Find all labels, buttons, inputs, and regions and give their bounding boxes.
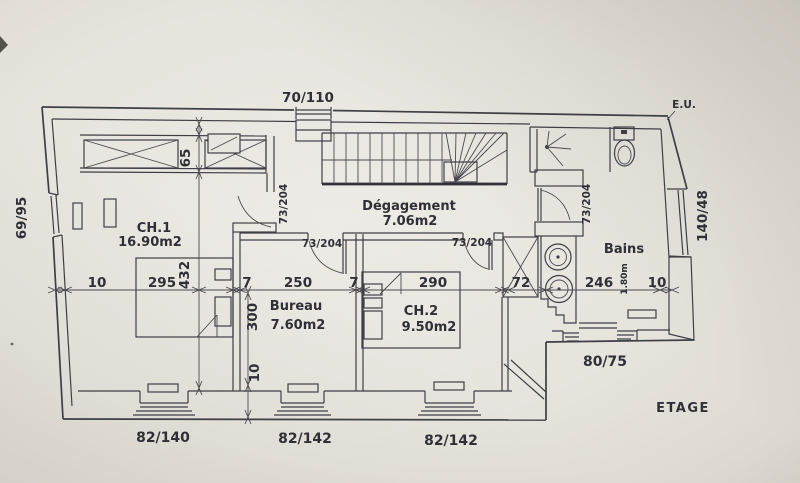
room-area-bureau: 7.60m2: [271, 318, 326, 333]
sink-unit: [540, 236, 577, 324]
window-left-6995: [50, 194, 117, 235]
bed-ch2: [361, 271, 461, 349]
bed-ch1: [135, 257, 234, 338]
room-label-ch2: CH.2: [404, 304, 438, 319]
closet-ch1: [79, 133, 267, 174]
room-label-degagement: Dégagement: [362, 199, 456, 214]
waste-pipe-label: E.U.: [672, 99, 696, 111]
door-ch1: [237, 195, 272, 228]
door-label-bains: 73/204: [581, 184, 593, 224]
dim-bureau-width: 250: [284, 275, 312, 291]
outer-walls: [41, 106, 695, 421]
dim-ch2-width: 290: [419, 275, 447, 291]
window-bottom-2: [274, 383, 331, 416]
window-label-right: 140/48: [695, 190, 711, 242]
duct-column: [502, 236, 539, 298]
dim-partition-a: 7: [242, 275, 251, 291]
window-label-top: 70/110: [282, 90, 334, 106]
window-top-70110: [295, 107, 332, 142]
room-label-bureau: Bureau: [270, 299, 322, 314]
dim-bains-width: 246: [585, 275, 613, 291]
room-label-ch1: CH.1: [137, 221, 171, 236]
partition-walls: [232, 127, 584, 391]
dim-ch1-depth: 432: [177, 261, 193, 289]
window-bottom-1: [133, 383, 195, 416]
dim-wall-left: 10: [88, 275, 107, 291]
window-label-bottom-3: 82/142: [424, 433, 478, 449]
labels: 70/110 E.U. 69/95 140/48 CH.1 16.90m2 Dé…: [14, 90, 711, 449]
door-window-bains-8075: [562, 309, 657, 342]
window-bottom-3: [418, 381, 481, 416]
room-label-bains: Bains: [604, 242, 644, 257]
window-label-bains-south: 80/75: [583, 354, 627, 370]
dim-wall-bottom: 10: [247, 364, 263, 383]
room-area-ch2: 9.50m2: [402, 320, 457, 335]
window-right-14048: [677, 189, 689, 256]
photo-artifacts: [0, 36, 14, 346]
toilet: [609, 126, 636, 172]
window-label-bottom-1: 82/140: [136, 430, 190, 446]
stairs: [321, 132, 508, 186]
door-bains: [537, 188, 571, 221]
dimension-lines: [47, 110, 680, 425]
door-label-bureau: 73/204: [302, 238, 342, 250]
window-label-left: 69/95: [14, 197, 30, 240]
dim-passage: 72: [512, 275, 531, 291]
dim-ch1-width: 295: [148, 275, 176, 291]
dim-closet-depth: 65: [178, 149, 194, 168]
dim-height-mark: 1.80m: [620, 263, 630, 295]
door-label-ch1: 73/204: [278, 184, 290, 224]
shower-head-icon: [545, 130, 572, 167]
room-area-ch1: 16.90m2: [118, 235, 182, 250]
floor-title: ETAGE: [656, 401, 710, 416]
dim-bureau-depth: 300: [245, 303, 261, 331]
door-label-ch2: 73/204: [452, 237, 492, 249]
door-ch2: [463, 240, 493, 270]
window-label-bottom-2: 82/142: [278, 431, 332, 447]
door-bureau: [308, 240, 347, 274]
room-area-degagement: 7.06m2: [383, 214, 438, 229]
dim-partition-b: 7: [349, 275, 358, 291]
dim-wall-right: 10: [648, 275, 667, 291]
